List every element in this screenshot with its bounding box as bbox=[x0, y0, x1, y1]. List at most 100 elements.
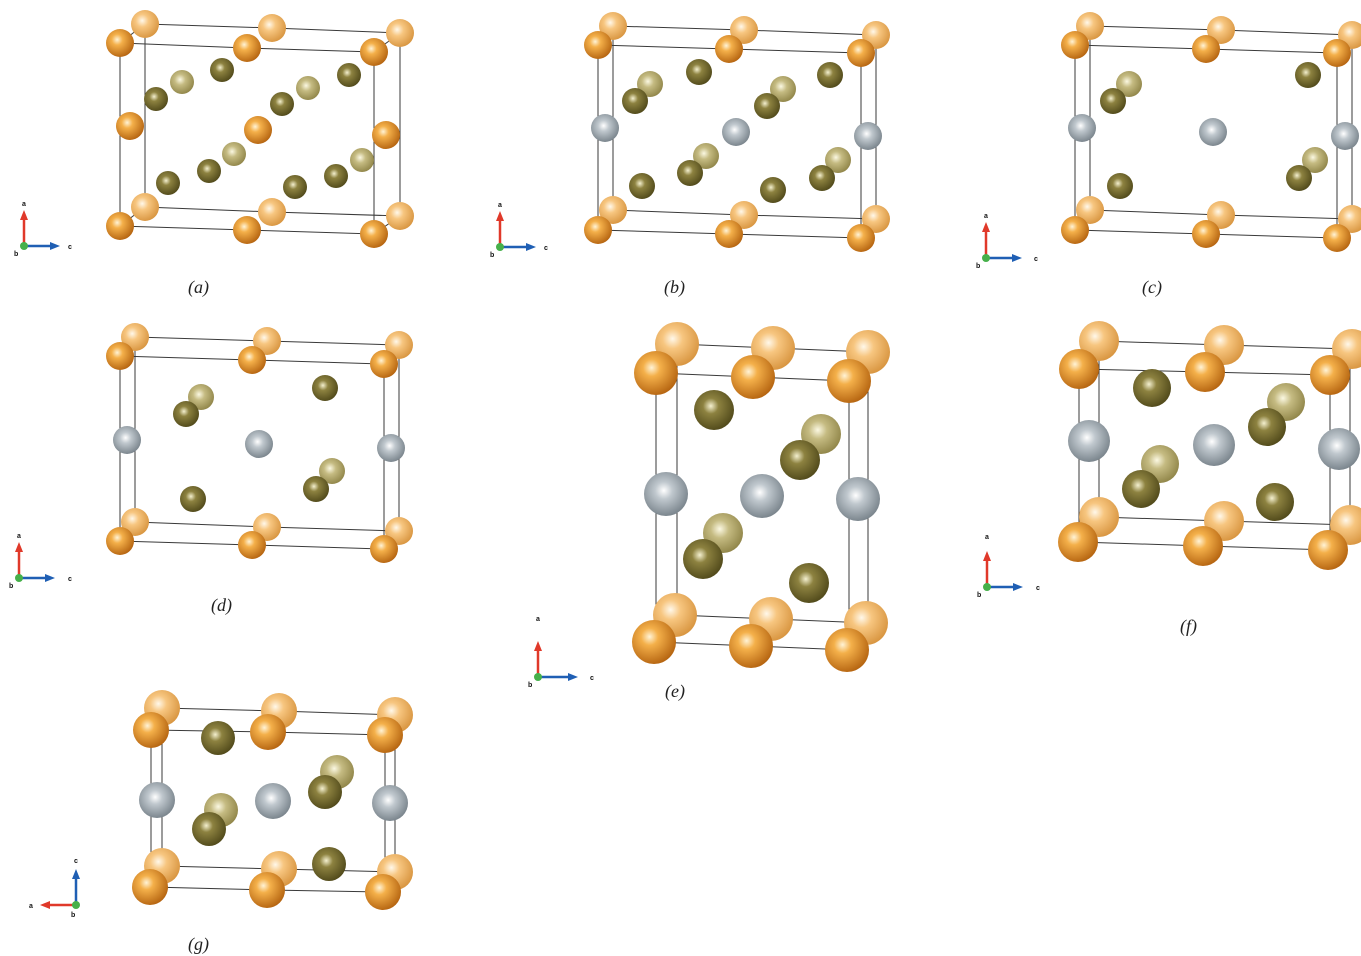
olive-atom bbox=[170, 70, 194, 94]
olive-atom bbox=[156, 171, 180, 195]
olive-atom bbox=[789, 563, 829, 603]
corner-atom bbox=[106, 342, 134, 370]
olive-atom bbox=[350, 148, 374, 172]
corner-atom bbox=[599, 196, 627, 224]
axis-label-right: c bbox=[1036, 585, 1040, 592]
axis-label-up: a bbox=[22, 201, 26, 208]
corner-atom bbox=[133, 712, 169, 748]
corner-atom bbox=[106, 212, 134, 240]
olive-atom bbox=[825, 147, 851, 173]
olive-atom bbox=[1116, 71, 1142, 97]
axis-label-out: b bbox=[14, 251, 18, 258]
panel-d: a c b (d) bbox=[9, 323, 413, 616]
corner-atom bbox=[1061, 216, 1089, 244]
axis-label-right: c bbox=[68, 244, 72, 251]
corner-atom bbox=[367, 717, 403, 753]
panel-c: a c b (c) bbox=[976, 12, 1361, 298]
corner-atom bbox=[121, 323, 149, 351]
axis-triad: a c b bbox=[490, 202, 548, 259]
axis-triad: a c b bbox=[14, 201, 72, 258]
corner-atom bbox=[238, 346, 266, 374]
panel-caption: (a) bbox=[188, 277, 209, 298]
grey-atom bbox=[722, 118, 750, 146]
axis-label-up: a bbox=[17, 533, 21, 540]
olive-atom bbox=[308, 775, 342, 809]
grey-atom bbox=[644, 472, 688, 516]
axis-label-out: b bbox=[976, 263, 980, 270]
corner-atom bbox=[584, 216, 612, 244]
olive-atom bbox=[312, 375, 338, 401]
atom-group bbox=[106, 323, 413, 563]
olive-atom bbox=[760, 177, 786, 203]
panel-caption: (b) bbox=[664, 277, 685, 298]
olive-atom bbox=[283, 175, 307, 199]
corner-atom bbox=[1310, 355, 1350, 395]
corner-atom bbox=[370, 535, 398, 563]
olive-atom bbox=[1295, 62, 1321, 88]
corner-atom bbox=[244, 116, 272, 144]
grey-atom bbox=[372, 785, 408, 821]
corner-atom bbox=[1308, 530, 1348, 570]
atom-group bbox=[584, 12, 890, 252]
corner-atom bbox=[116, 112, 144, 140]
panel-g: c a b (g) bbox=[29, 690, 413, 955]
olive-atom bbox=[312, 847, 346, 881]
grey-atom bbox=[740, 474, 784, 518]
axis-label-left: a bbox=[29, 903, 33, 910]
corner-atom bbox=[599, 12, 627, 40]
olive-atom bbox=[188, 384, 214, 410]
corner-atom bbox=[106, 527, 134, 555]
corner-atom bbox=[258, 14, 286, 42]
corner-atom bbox=[1183, 526, 1223, 566]
axis-triad: a c b bbox=[977, 534, 1040, 599]
corner-atom bbox=[131, 193, 159, 221]
atom-group bbox=[106, 10, 414, 248]
corner-atom bbox=[249, 872, 285, 908]
corner-atom bbox=[253, 327, 281, 355]
corner-atom bbox=[1059, 349, 1099, 389]
atom-group bbox=[632, 322, 890, 672]
axis-label-up: a bbox=[985, 534, 989, 541]
olive-atom bbox=[1122, 470, 1160, 508]
olive-atom bbox=[637, 71, 663, 97]
corner-atom bbox=[1076, 12, 1104, 40]
axis-label-out: b bbox=[977, 592, 981, 599]
corner-atom bbox=[827, 359, 871, 403]
axis-label-up: a bbox=[498, 202, 502, 209]
corner-atom bbox=[132, 869, 168, 905]
corner-atom bbox=[131, 10, 159, 38]
axis-label-up: a bbox=[536, 616, 540, 623]
axis-triad: a c b bbox=[528, 616, 594, 689]
corner-atom bbox=[360, 220, 388, 248]
grey-atom bbox=[836, 477, 880, 521]
axis-label-out: b bbox=[490, 252, 494, 259]
corner-atom bbox=[1323, 224, 1351, 252]
grey-atom bbox=[1068, 420, 1110, 462]
olive-atom bbox=[197, 159, 221, 183]
atom-group bbox=[1058, 321, 1361, 570]
axis-triad: c a b bbox=[29, 858, 80, 919]
corner-atom bbox=[729, 624, 773, 668]
corner-atom bbox=[632, 620, 676, 664]
olive-atom bbox=[192, 812, 226, 846]
corner-atom bbox=[1207, 201, 1235, 229]
atom-group bbox=[132, 690, 413, 910]
olive-atom bbox=[1133, 369, 1171, 407]
grey-atom bbox=[854, 122, 882, 150]
corner-atom bbox=[1061, 31, 1089, 59]
olive-atom bbox=[1100, 88, 1126, 114]
panel-caption: (d) bbox=[211, 595, 232, 616]
corner-atom bbox=[1192, 35, 1220, 63]
olive-atom bbox=[319, 458, 345, 484]
grey-atom bbox=[377, 434, 405, 462]
corner-atom bbox=[730, 201, 758, 229]
corner-atom bbox=[847, 39, 875, 67]
olive-atom bbox=[303, 476, 329, 502]
corner-atom bbox=[385, 331, 413, 359]
axis-label-out: b bbox=[71, 912, 75, 919]
axis-label-right: c bbox=[590, 675, 594, 682]
axis-label-right: c bbox=[68, 576, 72, 583]
corner-atom bbox=[847, 224, 875, 252]
corner-atom bbox=[730, 16, 758, 44]
